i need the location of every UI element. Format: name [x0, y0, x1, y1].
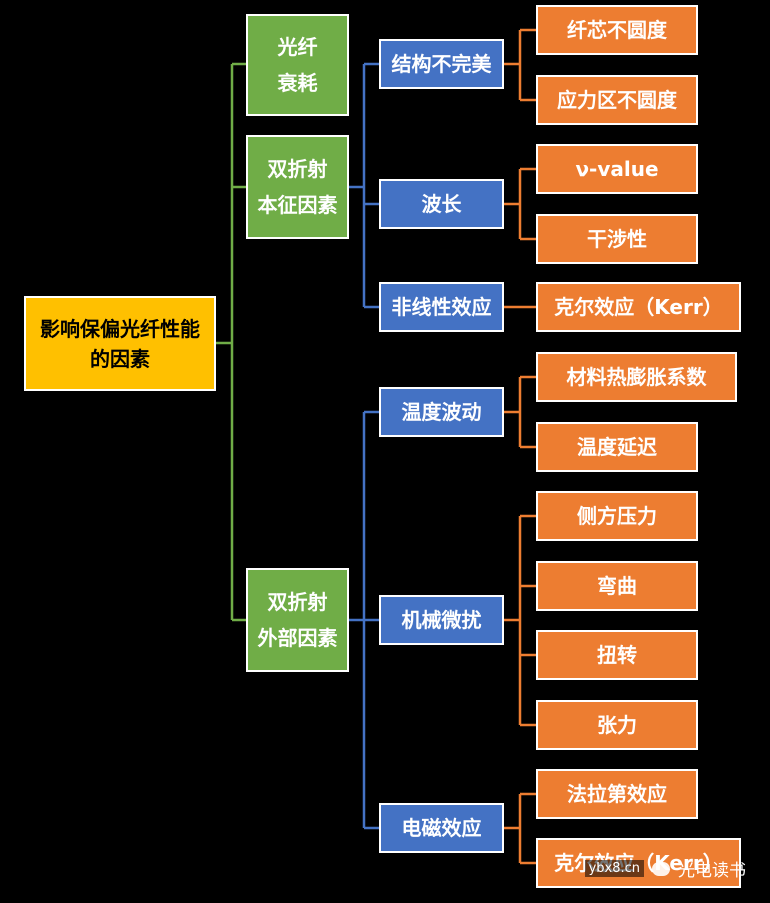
leaf-v-value: ν-value: [536, 144, 698, 194]
leaf-temperature-delay: 温度延迟: [536, 422, 698, 472]
node-nonlinear-label: 非线性效应: [391, 295, 492, 319]
node-nonlinear-effect: 非线性效应: [379, 282, 504, 332]
node-electromagnetic-effect: 电磁效应: [379, 803, 504, 853]
node-intrinsic-line2: 本征因素: [257, 193, 338, 217]
node-external-birefringence: 双折射 外部因素: [246, 568, 349, 672]
leaf-faraday-effect: 法拉第效应: [536, 769, 698, 819]
leaf-core-ovality: 纤芯不圆度: [536, 5, 698, 55]
wechat-icon: [652, 861, 670, 876]
node-temperature-label: 温度波动: [401, 400, 482, 424]
node-fiber-loss-line2: 衰耗: [277, 71, 318, 95]
leaf-temperature-delay-label: 温度延迟: [577, 435, 657, 459]
leaf-core-ovality-label: 纤芯不圆度: [567, 18, 667, 42]
node-intrinsic-birefringence: 双折射 本征因素: [246, 135, 349, 239]
leaf-kerr-effect-label: 克尔效应（Kerr）: [554, 295, 723, 319]
watermark-brand: 光电读书: [678, 861, 746, 881]
watermark: ybx8.cn 光电读书: [584, 856, 746, 881]
leaf-twisting: 扭转: [536, 630, 698, 680]
root-label: 影响保偏光纤性能的因素: [40, 316, 200, 371]
leaf-faraday-effect-label: 法拉第效应: [567, 782, 667, 806]
root-node: 影响保偏光纤性能的因素: [24, 296, 216, 391]
node-external-line1: 双折射: [267, 590, 328, 614]
leaf-twisting-label: 扭转: [597, 643, 637, 667]
node-intrinsic-line1: 双折射: [267, 157, 328, 181]
leaf-lateral-pressure-label: 侧方压力: [577, 504, 657, 528]
leaf-bending: 弯曲: [536, 561, 698, 611]
node-external-line2: 外部因素: [257, 626, 338, 650]
node-fiber-loss-line1: 光纤: [277, 35, 318, 59]
leaf-interference: 干涉性: [536, 214, 698, 264]
leaf-stress-ovality: 应力区不圆度: [536, 75, 698, 125]
leaf-kerr-effect-nonlinear: 克尔效应（Kerr）: [536, 282, 741, 332]
leaf-interference-label: 干涉性: [587, 227, 647, 251]
level1-connectors: [349, 62, 379, 830]
node-structure-label: 结构不完美: [391, 52, 492, 76]
node-wavelength: 波长: [379, 179, 504, 229]
root-connectors: [215, 62, 246, 622]
node-electromagnetic-label: 电磁效应: [401, 816, 482, 840]
leaf-stress-ovality-label: 应力区不圆度: [557, 88, 677, 112]
leaf-bending-label: 弯曲: [597, 574, 637, 598]
node-wavelength-label: 波长: [421, 192, 462, 216]
node-structure-imperfection: 结构不完美: [379, 39, 504, 89]
node-fiber-loss: 光纤 衰耗: [246, 14, 349, 116]
level2-connectors: [504, 28, 536, 865]
node-mechanical-perturbation: 机械微扰: [379, 595, 504, 645]
node-temperature-fluctuation: 温度波动: [379, 387, 504, 437]
leaf-tension: 张力: [536, 700, 698, 750]
node-mechanical-label: 机械微扰: [401, 608, 482, 632]
leaf-thermal-expansion-label: 材料热膨胀系数: [566, 365, 707, 389]
leaf-thermal-expansion: 材料热膨胀系数: [536, 352, 737, 402]
leaf-v-value-label: ν-value: [575, 157, 659, 181]
watermark-url: ybx8.cn: [584, 860, 644, 877]
leaf-lateral-pressure: 侧方压力: [536, 491, 698, 541]
leaf-tension-label: 张力: [597, 713, 637, 737]
